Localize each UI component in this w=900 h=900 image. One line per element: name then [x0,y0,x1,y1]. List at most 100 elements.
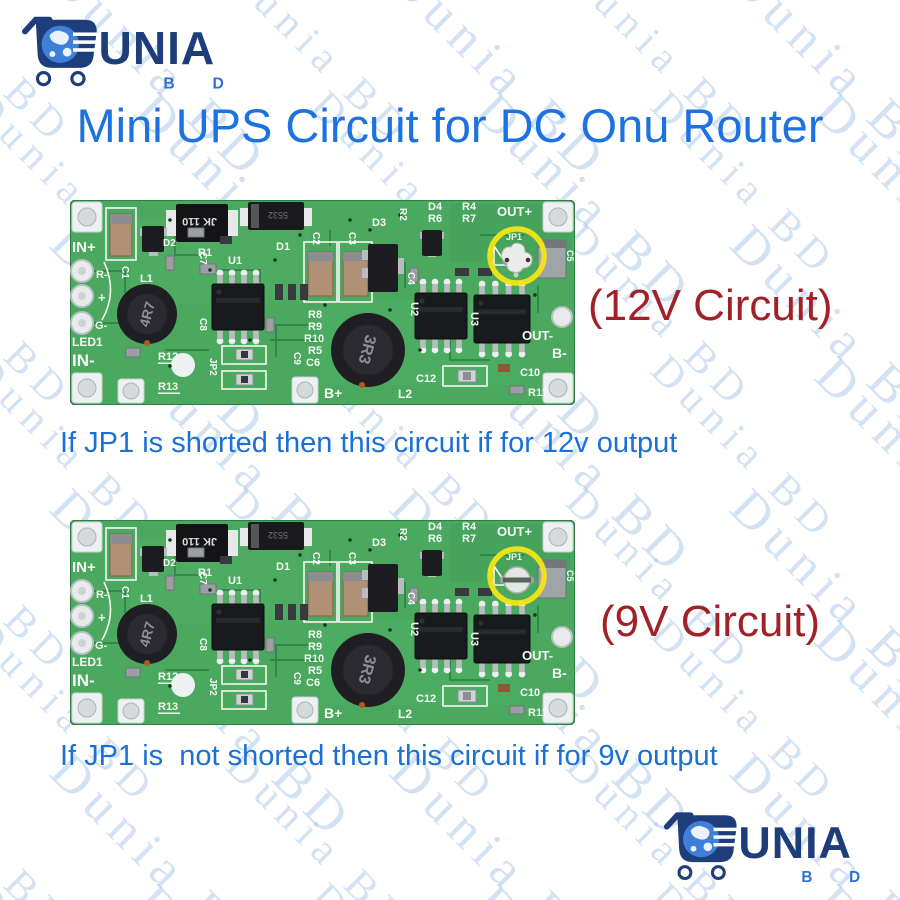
svg-text:B-: B- [552,665,567,681]
svg-text:R10: R10 [304,653,324,665]
svg-text:R8: R8 [308,629,322,641]
svg-text:R2: R2 [397,528,408,541]
svg-text:L2: L2 [398,707,412,721]
svg-text:R13: R13 [158,701,178,713]
cart-wheel-icon [70,70,86,87]
svg-text:JP1: JP1 [506,552,522,562]
svg-text:D2: D2 [163,238,176,249]
svg-text:R6: R6 [428,213,442,225]
svg-text:JK 110: JK 110 [182,535,217,547]
smd-parts [125,547,525,715]
svg-text:LED1: LED1 [72,335,103,349]
svg-text:R-: R- [96,269,108,281]
svg-text:C12: C12 [416,693,436,705]
svg-text:R1: R1 [198,567,212,579]
ic-u1 [211,589,265,665]
brand-logo: UNIA B D [21,16,224,92]
svg-text:OUT-: OUT- [522,328,553,343]
svg-text:G-: G- [95,640,108,652]
svg-text:R4: R4 [462,521,477,533]
pcb-photo-12v-wrap: JK 110 5532 [70,200,575,405]
cart-wheel-icon [710,865,726,881]
svg-text:C1: C1 [119,586,130,599]
brand-suffix-b: B [163,75,174,92]
svg-text:IN+: IN+ [72,559,96,576]
watermark-text: Dunia BD [301,874,507,900]
page-title: Mini UPS Circuit for DC Onu Router [76,99,824,152]
brand-logo-bottom: UNIA B D [662,800,874,888]
svg-text:C5: C5 [565,570,575,582]
svg-text:5532: 5532 [268,530,288,540]
mounting-holes [71,201,574,404]
svg-text:C6: C6 [306,677,320,689]
svg-text:C10: C10 [520,367,540,379]
brand-wordmark: UNIA [738,817,851,868]
svg-text:C7: C7 [197,252,208,265]
capacitors [109,213,567,297]
input-pads [70,259,112,335]
svg-text:U1: U1 [228,255,242,267]
watermark-text: Dunia BD [556,478,762,684]
svg-text:R8: R8 [308,309,322,321]
svg-text:R13: R13 [158,381,178,393]
svg-text:JP1: JP1 [506,232,522,242]
brand-wordmark: UNIA [99,22,216,74]
cart-wheel-icon [677,865,693,881]
silkscreen-labels: IN+ R- + G- LED1 IN- D2 R1 U1 D1 C2 C3 R… [72,201,575,401]
svg-text:B+: B+ [324,385,342,401]
svg-text:IN+: IN+ [72,239,96,256]
svg-text:C2: C2 [310,232,321,245]
cart-d-logo-icon [21,16,98,87]
svg-text:4R7: 4R7 [136,299,158,328]
svg-text:R11: R11 [528,707,548,719]
svg-text:D2: D2 [163,558,176,569]
svg-text:R7: R7 [462,533,476,545]
svg-text:U1: U1 [228,575,242,587]
variant-label-12v: (12V Circuit) [588,281,833,330]
svg-text:D1: D1 [276,241,290,253]
jp1-jumper-shorted [501,242,533,278]
watermark-text: Dunia BD [718,214,900,457]
svg-text:C3: C3 [346,552,357,565]
svg-text:D3: D3 [372,537,386,549]
input-pads [70,579,112,655]
svg-text:B-: B- [552,345,567,361]
svg-text:JP2: JP2 [207,358,218,376]
svg-text:R5: R5 [308,345,322,357]
svg-text:R4: R4 [462,201,477,213]
svg-text:C12: C12 [416,373,436,385]
cart-d-logo-icon [663,812,738,881]
svg-text:R10: R10 [304,333,324,345]
svg-text:+: + [98,290,106,305]
svg-text:D3: D3 [372,217,386,229]
svg-text:C3: C3 [346,232,357,245]
svg-text:C2: C2 [310,552,321,565]
smd-parts [125,227,525,395]
variant-label-9v: (9V Circuit) [600,597,821,646]
svg-text:IN-: IN- [72,351,95,370]
caption-12v: If JP1 is shorted then this circuit if f… [60,427,678,459]
cart-wheel-icon [35,70,52,87]
svg-text:D4: D4 [428,521,443,533]
svg-text:L2: L2 [398,387,412,401]
watermark-text: Dunia BD [378,0,621,193]
svg-text:C10: C10 [520,687,540,699]
watermark-text: Dunia BD [803,346,900,588]
jp1-highlight-circle [487,226,547,286]
svg-text:R11: R11 [528,387,548,399]
svg-text:LED1: LED1 [72,655,103,669]
pcb-photo-12v: JK 110 5532 [70,200,575,405]
svg-text:OUT+: OUT+ [497,204,532,219]
svg-text:L1: L1 [140,273,153,285]
brand-logo: UNIA B D [663,812,860,886]
svg-text:R-: R- [96,589,108,601]
pcb-photo-9v-wrap: JK 110 5532 [70,520,575,725]
ic-u2 [414,598,468,674]
svg-text:R7: R7 [462,213,476,225]
svg-text:OUT-: OUT- [522,648,553,663]
vias [158,213,537,368]
watermark-text: Dunia BD [718,0,900,193]
ic-u2 [414,278,468,354]
svg-text:C1: C1 [119,266,130,279]
sot-components [140,226,444,292]
